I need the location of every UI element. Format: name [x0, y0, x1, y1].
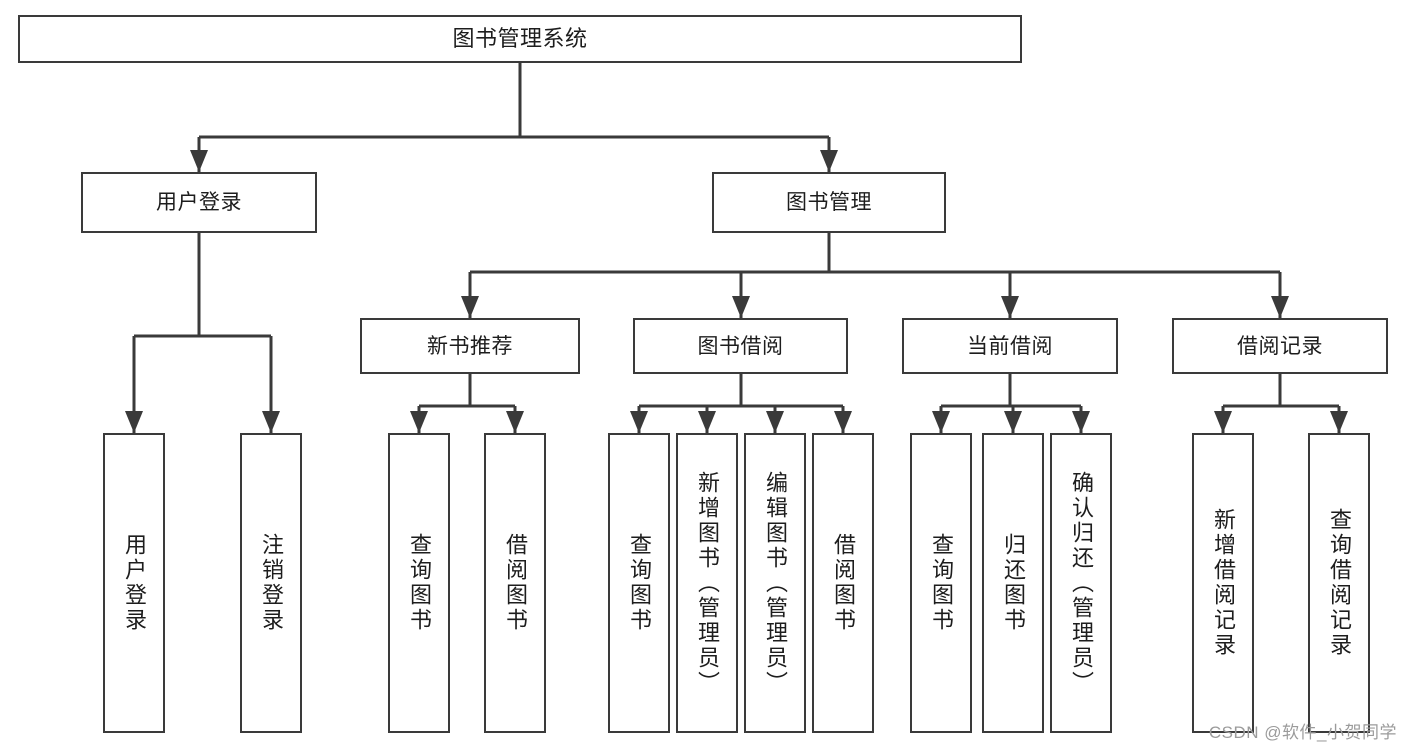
arrow-head-icon-leaf-add-record [1214, 411, 1232, 433]
arrow-head-icon-user-login [190, 150, 208, 172]
node-leaf-user-logout[interactable]: 注销登录 [240, 433, 302, 733]
node-new-book-rec[interactable]: 新书推荐 [360, 318, 580, 374]
node-label: 查询图书 [626, 533, 652, 633]
arrow-head-icon-leaf-user-login [125, 411, 143, 433]
node-book-manage[interactable]: 图书管理 [712, 172, 946, 233]
arrow-head-icon-leaf-return-book [1004, 411, 1022, 433]
node-leaf-add-record[interactable]: 新增借阅记录 [1192, 433, 1254, 733]
node-label: 当前借阅 [967, 334, 1053, 358]
node-label: 用户登录 [121, 533, 147, 633]
node-label: 注销登录 [258, 533, 284, 633]
arrow-head-icon-new-book-rec [461, 296, 479, 318]
arrow-head-icon-leaf-confirm-return [1072, 411, 1090, 433]
node-leaf-edit-book[interactable]: 编辑图书（管理员） [744, 433, 806, 733]
arrow-head-icon-leaf-query-book-2 [630, 411, 648, 433]
arrow-head-icon-book-borrow [732, 296, 750, 318]
node-label: 新增借阅记录 [1210, 508, 1236, 658]
node-leaf-borrow-book-2[interactable]: 借阅图书 [812, 433, 874, 733]
node-leaf-borrow-book-1[interactable]: 借阅图书 [484, 433, 546, 733]
node-leaf-user-login[interactable]: 用户登录 [103, 433, 165, 733]
node-label: 查询图书 [928, 533, 954, 633]
node-leaf-confirm-return[interactable]: 确认归还（管理员） [1050, 433, 1112, 733]
node-cur-borrow[interactable]: 当前借阅 [902, 318, 1118, 374]
arrow-head-icon-leaf-borrow-book-2 [834, 411, 852, 433]
node-book-borrow[interactable]: 图书借阅 [633, 318, 848, 374]
node-user-login[interactable]: 用户登录 [81, 172, 317, 233]
node-leaf-return-book[interactable]: 归还图书 [982, 433, 1044, 733]
node-label: 查询图书 [406, 533, 432, 633]
node-label: 图书借阅 [697, 334, 784, 358]
node-label: 用户登录 [156, 191, 242, 214]
arrow-head-icon-leaf-borrow-book-1 [506, 411, 524, 433]
arrow-head-icon-cur-borrow [1001, 296, 1019, 318]
node-leaf-add-book[interactable]: 新增图书（管理员） [676, 433, 738, 733]
node-label: 查询借阅记录 [1326, 508, 1352, 658]
arrow-head-icon-leaf-query-book-3 [932, 411, 950, 433]
node-label: 图书管理 [786, 191, 872, 214]
arrow-head-icon-borrow-rec [1271, 296, 1289, 318]
node-label: 图书管理系统 [452, 26, 588, 51]
node-label: 新书推荐 [427, 334, 513, 358]
node-label: 归还图书 [1000, 533, 1026, 633]
node-leaf-query-record[interactable]: 查询借阅记录 [1308, 433, 1370, 733]
node-leaf-query-book-2[interactable]: 查询图书 [608, 433, 670, 733]
arrow-head-icon-leaf-user-logout [262, 411, 280, 433]
node-label: 借阅图书 [830, 533, 856, 633]
watermark: CSDN @软件_小贺同学 [1208, 723, 1397, 742]
node-leaf-query-book-3[interactable]: 查询图书 [910, 433, 972, 733]
arrow-head-icon-leaf-query-book-1 [410, 411, 428, 433]
node-label: 借阅图书 [502, 533, 528, 633]
arrow-head-icon-leaf-query-record [1330, 411, 1348, 433]
node-root[interactable]: 图书管理系统 [18, 15, 1022, 63]
arrow-head-icon-leaf-edit-book [766, 411, 784, 433]
arrow-head-icon-leaf-add-book [698, 411, 716, 433]
node-borrow-rec[interactable]: 借阅记录 [1172, 318, 1388, 374]
node-label: 编辑图书（管理员） [762, 470, 788, 696]
node-label: 借阅记录 [1237, 334, 1323, 358]
node-leaf-query-book-1[interactable]: 查询图书 [388, 433, 450, 733]
node-label: 新增图书（管理员） [694, 470, 720, 696]
arrow-head-icon-book-manage [820, 150, 838, 172]
node-label: 确认归还（管理员） [1068, 470, 1094, 696]
